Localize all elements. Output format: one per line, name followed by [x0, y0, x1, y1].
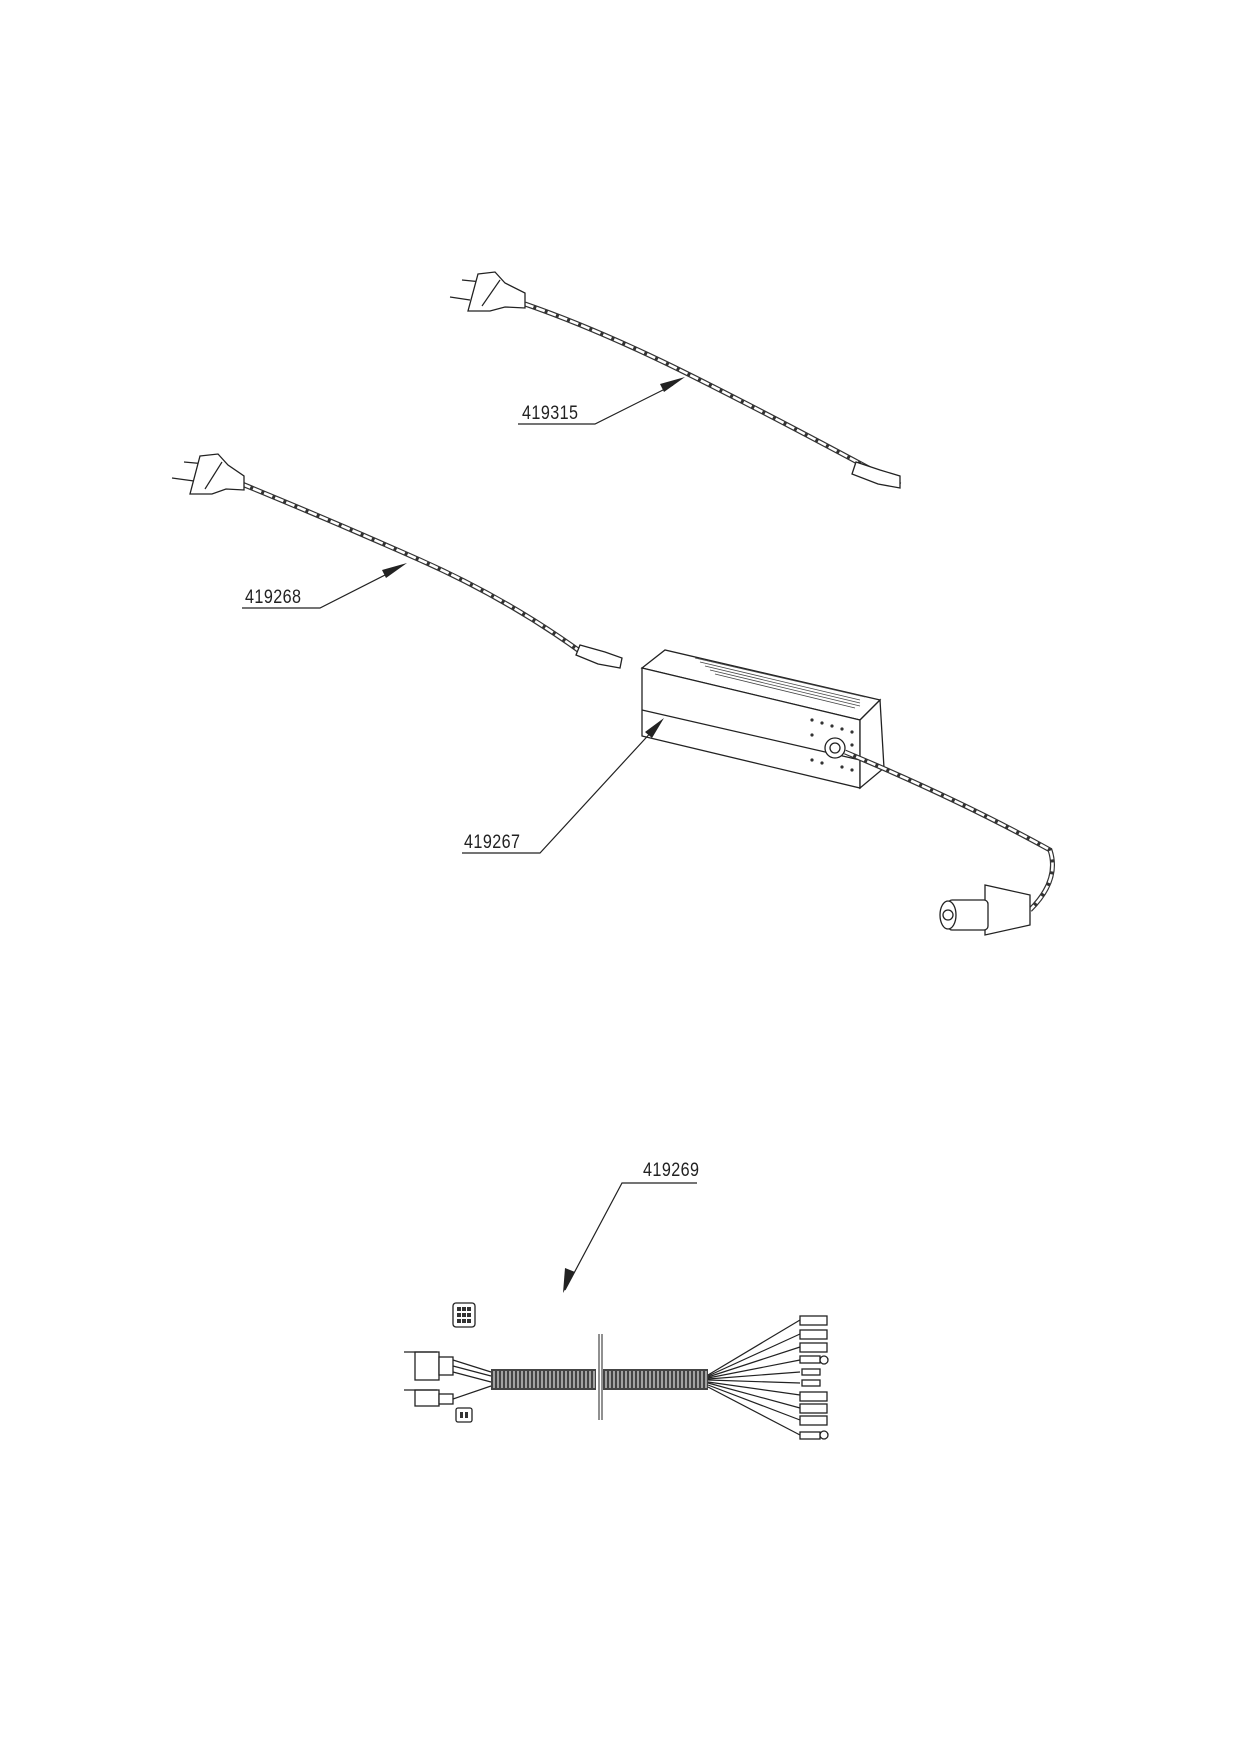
part-label-419315: 419315 [522, 403, 579, 424]
part-label-419267: 419267 [464, 832, 521, 853]
power-cord-419315 [449, 271, 902, 489]
iec-connector [851, 461, 901, 489]
output-connector [939, 884, 1031, 936]
euro-plug [171, 453, 245, 495]
9-pin-connector-icon [452, 1302, 476, 1328]
leader-arrow [645, 718, 664, 738]
leader-arrow [660, 377, 685, 392]
charger-419267 [462, 649, 1055, 936]
2-pin-connector-icon [455, 1407, 473, 1423]
power-cord-419268 [171, 453, 623, 669]
leader-arrow [563, 1268, 575, 1293]
vent-holes [810, 718, 854, 772]
terminals [799, 1315, 829, 1440]
iec-connector [575, 644, 623, 669]
part-label-419269: 419269 [643, 1160, 700, 1181]
euro-plug [449, 271, 526, 312]
wiring-harness-419269 [404, 1182, 829, 1440]
leader-arrow [382, 563, 407, 578]
wire-ends [707, 1319, 801, 1436]
corrugated-tube [491, 1334, 708, 1420]
part-label-419268: 419268 [245, 587, 302, 608]
